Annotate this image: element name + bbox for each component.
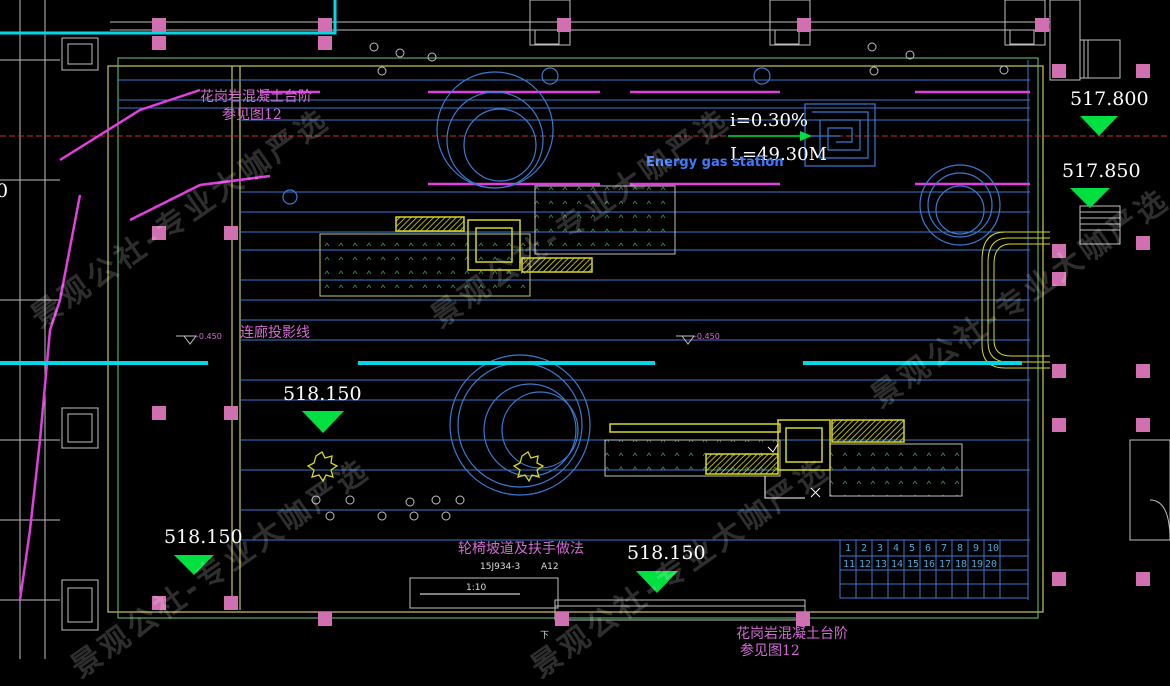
tile-number: 4 xyxy=(893,543,900,554)
circular-feature-right xyxy=(919,164,1001,246)
planting-bed-top xyxy=(319,185,676,297)
x-marks xyxy=(764,443,821,499)
slope-arrowhead xyxy=(800,131,812,141)
tile-number: 8 xyxy=(957,543,964,554)
tile-number: 17 xyxy=(939,559,952,570)
tile-number: 10 xyxy=(987,543,1000,554)
elevation-label-518-150-c: 518.150 xyxy=(627,542,706,564)
left-building-grid xyxy=(0,0,99,659)
tile-number: 18 xyxy=(955,559,968,570)
slope-annotation: i=0.30% xyxy=(730,110,809,131)
tile-number: 11 xyxy=(843,559,856,570)
wheelchair-ramp xyxy=(409,577,806,621)
elevation-label-left-edge: 0 xyxy=(0,180,9,202)
tile-number: 14 xyxy=(891,559,904,570)
granite-steps-top-ref: 参见图12 xyxy=(222,107,282,123)
columns xyxy=(152,18,1150,626)
paw-symbols xyxy=(311,42,1009,521)
tile-number: 6 xyxy=(925,543,932,554)
granite-steps-top-label: 花岗岩混凝土台阶 xyxy=(200,89,312,105)
tile-number: 2 xyxy=(861,543,868,554)
tile-number: 9 xyxy=(973,543,980,554)
right-stairs xyxy=(1079,39,1170,541)
magenta-lines xyxy=(18,88,1030,601)
circular-plaza-bottom xyxy=(449,354,591,496)
tile-number: 7 xyxy=(941,543,948,554)
tile-number: 20 xyxy=(985,559,998,570)
tile-number: 16 xyxy=(923,559,936,570)
tile-number: 3 xyxy=(877,543,884,554)
ramp-reference: 15J934-3 xyxy=(480,562,521,572)
wheelchair-ramp-label: 轮椅坡道及扶手做法 xyxy=(458,541,584,557)
tile-number: 12 xyxy=(859,559,872,570)
ramp-ratio: 1:10 xyxy=(466,583,487,593)
corridor-projection-label: 连廊投影线 xyxy=(240,325,310,341)
level-mark-left: -0.450 xyxy=(196,332,222,341)
level-mark-right: -0.450 xyxy=(694,332,720,341)
tile-grid-table xyxy=(839,539,1029,599)
shrub-symbols xyxy=(306,451,545,483)
tile-number: 5 xyxy=(909,543,916,554)
tile-number: 15 xyxy=(907,559,920,570)
bench-group-top xyxy=(395,216,593,273)
granite-steps-bottom-ref: 参见图12 xyxy=(740,643,800,659)
site-outline xyxy=(107,57,1044,619)
length-annotation: L=49.30M xyxy=(730,144,827,165)
granite-steps-bottom-label: 花岗岩混凝土台阶 xyxy=(736,626,848,642)
elevation-label-517-800: 517.800 xyxy=(1070,88,1149,110)
elevation-label-518-150-b: 518.150 xyxy=(164,526,243,548)
top-building-band xyxy=(110,0,1081,81)
curved-seat-right xyxy=(981,231,1050,369)
tile-number: 13 xyxy=(875,559,888,570)
elevation-label-518-150-a: 518.150 xyxy=(283,383,362,405)
ramp-reference-index: A12 xyxy=(541,562,559,572)
level-arrows xyxy=(176,335,695,345)
energy-station-label: Energy gas station xyxy=(646,155,784,170)
down-label: 下 xyxy=(540,631,550,641)
circular-plaza-top xyxy=(282,67,771,205)
bench-group-bottom xyxy=(609,419,905,475)
planting-bed-bottom xyxy=(604,439,963,497)
tile-number: 1 xyxy=(845,543,852,554)
tile-number: 19 xyxy=(971,559,984,570)
cyan-top-line xyxy=(0,0,337,35)
elevation-markers xyxy=(174,116,1118,593)
elevation-label-517-850: 517.850 xyxy=(1062,160,1141,182)
cad-drawing-canvas xyxy=(0,0,1170,659)
